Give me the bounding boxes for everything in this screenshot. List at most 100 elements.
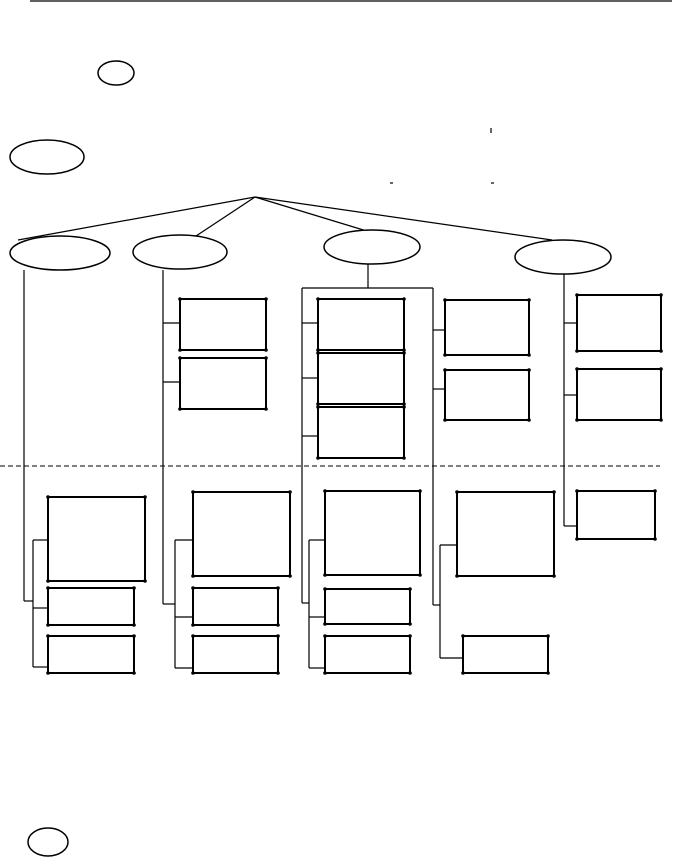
corner-dot bbox=[191, 634, 195, 638]
corner-dot bbox=[191, 490, 195, 494]
corner-dot bbox=[276, 586, 280, 590]
box bbox=[462, 635, 549, 674]
corner-dot bbox=[323, 634, 327, 638]
corner-dot bbox=[316, 456, 320, 460]
corner-dot bbox=[527, 298, 531, 302]
corner-dot bbox=[659, 293, 663, 297]
branch-ellipse-3 bbox=[323, 229, 421, 265]
corner-dot bbox=[418, 573, 422, 577]
corner-dot bbox=[46, 634, 50, 638]
corner-dot bbox=[323, 573, 327, 577]
box bbox=[317, 298, 405, 351]
fan-connectors bbox=[17, 196, 553, 241]
box bbox=[324, 635, 411, 674]
corner-dot bbox=[46, 623, 50, 627]
branch-ellipse-2 bbox=[132, 234, 228, 270]
corner-dot bbox=[527, 353, 531, 357]
column-2-connectors bbox=[162, 270, 193, 669]
corner-dot bbox=[443, 368, 447, 372]
column-3-connectors bbox=[301, 264, 463, 669]
top-badge-circle bbox=[97, 60, 135, 86]
box bbox=[324, 588, 411, 625]
box bbox=[444, 369, 530, 421]
corner-dot bbox=[659, 418, 663, 422]
box bbox=[192, 587, 279, 626]
corner-dot bbox=[418, 489, 422, 493]
box bbox=[576, 490, 656, 540]
column-1-connectors bbox=[23, 270, 48, 668]
box-corner-dots bbox=[46, 293, 663, 675]
root-ellipse bbox=[9, 139, 85, 175]
box bbox=[47, 587, 135, 626]
corner-dot bbox=[443, 353, 447, 357]
corner-dot bbox=[408, 587, 412, 591]
corner-dot bbox=[575, 418, 579, 422]
corner-dot bbox=[402, 297, 406, 301]
corner-dot bbox=[323, 622, 327, 626]
corner-dot bbox=[546, 671, 550, 675]
corner-dot bbox=[653, 489, 657, 493]
corner-dot bbox=[46, 495, 50, 499]
box bbox=[47, 635, 135, 674]
corner-dot bbox=[46, 586, 50, 590]
corner-dot bbox=[276, 623, 280, 627]
corner-dot bbox=[527, 368, 531, 372]
corner-dot bbox=[132, 623, 136, 627]
corner-dot bbox=[402, 456, 406, 460]
corner-dot bbox=[408, 671, 412, 675]
corner-dot bbox=[575, 293, 579, 297]
corner-dot bbox=[443, 298, 447, 302]
corner-dot bbox=[552, 574, 556, 578]
corner-dot bbox=[552, 490, 556, 494]
branch-ellipse-4 bbox=[514, 239, 612, 275]
corner-dot bbox=[461, 671, 465, 675]
corner-dot bbox=[575, 537, 579, 541]
corner-dot bbox=[264, 297, 268, 301]
corner-dot bbox=[461, 634, 465, 638]
corner-dot bbox=[143, 579, 147, 583]
corner-dot bbox=[276, 671, 280, 675]
corner-dot bbox=[132, 671, 136, 675]
corner-dot bbox=[443, 418, 447, 422]
bottom-badge-circle bbox=[27, 827, 69, 857]
corner-dot bbox=[316, 405, 320, 409]
corner-dot bbox=[402, 348, 406, 352]
corner-dot bbox=[288, 574, 292, 578]
corner-dot bbox=[264, 407, 268, 411]
corner-dot bbox=[178, 407, 182, 411]
box bbox=[179, 357, 267, 410]
corner-dot bbox=[46, 671, 50, 675]
corner-dot bbox=[264, 356, 268, 360]
corner-dot bbox=[276, 634, 280, 638]
box bbox=[317, 406, 405, 459]
corner-dot bbox=[132, 586, 136, 590]
corner-dot bbox=[191, 671, 195, 675]
box bbox=[192, 491, 291, 577]
corner-dot bbox=[143, 495, 147, 499]
corner-dot bbox=[408, 634, 412, 638]
box bbox=[576, 368, 662, 421]
column-1-boxes bbox=[47, 496, 146, 674]
corner-dot bbox=[575, 349, 579, 353]
corner-dot bbox=[575, 367, 579, 371]
column-2-boxes bbox=[179, 298, 291, 674]
box bbox=[576, 294, 662, 352]
corner-dot bbox=[191, 574, 195, 578]
corner-dot bbox=[178, 356, 182, 360]
corner-dot bbox=[659, 349, 663, 353]
corner-dot bbox=[323, 489, 327, 493]
corner-dot bbox=[546, 634, 550, 638]
box bbox=[444, 299, 530, 356]
corner-dot bbox=[316, 351, 320, 355]
box bbox=[456, 491, 555, 577]
corner-dot bbox=[264, 348, 268, 352]
corner-dot bbox=[659, 367, 663, 371]
box bbox=[324, 490, 421, 576]
box bbox=[317, 352, 405, 405]
corner-dot bbox=[178, 297, 182, 301]
corner-dot bbox=[402, 402, 406, 406]
corner-dot bbox=[455, 490, 459, 494]
corner-dot bbox=[323, 587, 327, 591]
corner-dot bbox=[288, 490, 292, 494]
